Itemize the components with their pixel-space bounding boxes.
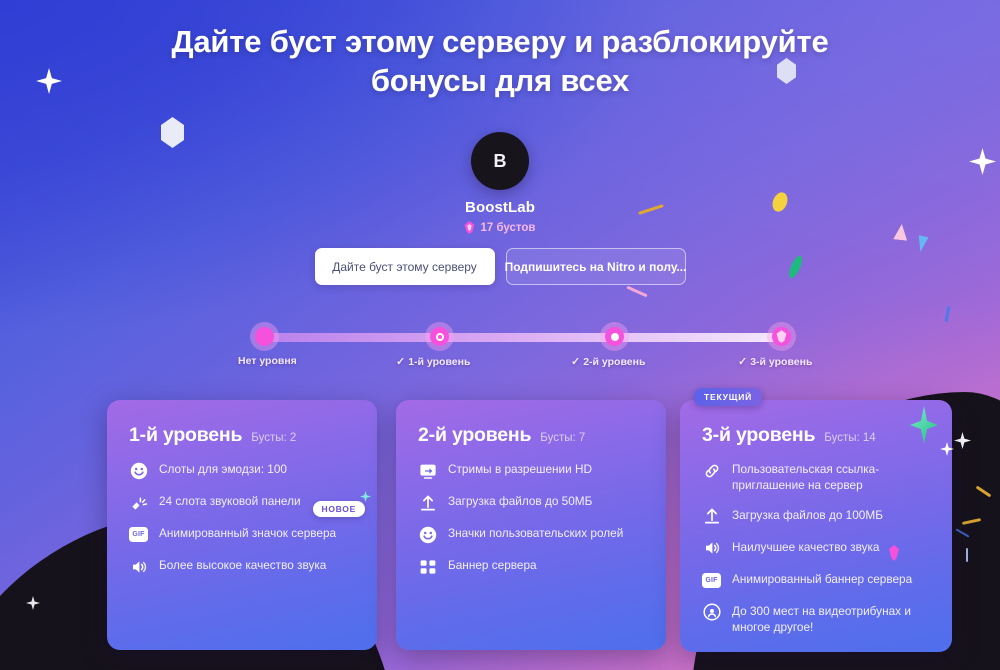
progress-node-label-0: Нет уровня bbox=[238, 355, 297, 367]
upload-icon bbox=[418, 493, 437, 512]
perk-item: GIF Анимированный баннер сервера bbox=[702, 571, 932, 590]
avatar-letter: B bbox=[493, 150, 507, 171]
progress-node-text: 3-й уровень bbox=[750, 355, 813, 368]
progress-node-text: Нет уровня bbox=[238, 355, 297, 367]
sparkle-star-icon bbox=[360, 491, 371, 502]
confetti-streak bbox=[966, 548, 968, 562]
nitro-subscribe-button[interactable]: Подпишитесь на Nitro и полу... bbox=[505, 248, 686, 285]
link-icon bbox=[702, 461, 721, 480]
ring-icon bbox=[435, 332, 444, 341]
perk-item: Слоты для эмодзи: 100 bbox=[129, 461, 357, 480]
perk-cards: 1-й уровень Бусты: 2 Слоты для эмодзи: 1… bbox=[0, 388, 1000, 660]
card-title: 3-й уровень bbox=[702, 424, 816, 446]
perk-item: GIF Анимированный значок сервера bbox=[129, 525, 357, 544]
perk-text: Баннер сервера bbox=[448, 558, 537, 572]
card-header: 2-й уровень Бусты: 7 bbox=[418, 424, 646, 447]
perk-item: Значки пользовательских ролей bbox=[418, 525, 646, 544]
card-boosts-label: Бусты: 14 bbox=[824, 432, 876, 444]
speaker-icon bbox=[129, 557, 148, 576]
perk-text: Загрузка файлов до 100МБ bbox=[732, 507, 883, 522]
card-header: 1-й уровень Бусты: 2 bbox=[129, 424, 357, 447]
progress-track bbox=[264, 333, 781, 342]
page-title: Дайте буст этому серверу и разблокируйте… bbox=[171, 24, 829, 99]
progress-node-core bbox=[605, 327, 624, 346]
speaker-icon bbox=[702, 539, 721, 558]
progress-node-1[interactable] bbox=[425, 322, 454, 351]
progress-node-label-1: ✓ 1-й уровень bbox=[396, 355, 471, 369]
card-header: 3-й уровень Бусты: 14 bbox=[702, 424, 932, 447]
perk-card-level-2[interactable]: 2-й уровень Бусты: 7 Стримы в разрешении… bbox=[396, 400, 666, 650]
perk-item: Наилучшее качество звука bbox=[702, 539, 932, 561]
perk-item: Более высокое качество звука bbox=[129, 557, 357, 576]
progress-node-text: 2-й уровень bbox=[583, 355, 646, 368]
progress-node-core bbox=[772, 327, 791, 346]
gif-icon: GIF bbox=[129, 525, 148, 544]
perk-text: Слоты для эмодзи: 100 bbox=[159, 462, 287, 476]
perk-text: До 300 мест на видеотрибунах и многое др… bbox=[732, 603, 911, 634]
perk-card-level-3[interactable]: ТЕКУЩИЙ 3-й уровень Бусты: 14 Пользовате… bbox=[680, 388, 954, 652]
screenshare-icon bbox=[418, 461, 437, 480]
progress-node-3[interactable] bbox=[767, 322, 796, 351]
banner-grid-icon bbox=[418, 557, 437, 576]
action-buttons: Дайте буст этому серверу Подпишитесь на … bbox=[0, 248, 1000, 285]
perk-text: Более высокое качество звука bbox=[159, 558, 327, 572]
dot-icon bbox=[610, 332, 619, 341]
perk-text: Наилучшее качество звука bbox=[732, 539, 880, 554]
perk-text: Значки пользовательских ролей bbox=[448, 526, 624, 540]
perk-text: Стримы в разрешении HD bbox=[448, 462, 593, 476]
stage-icon bbox=[702, 603, 721, 622]
card-boosts-label: Бусты: 7 bbox=[540, 432, 586, 444]
soundboard-icon bbox=[129, 493, 148, 512]
perk-text: 24 слота звуковой панели bbox=[159, 494, 301, 508]
perk-text: Загрузка файлов до 50МБ bbox=[448, 494, 593, 508]
progress-node-core bbox=[430, 327, 449, 346]
perk-item: Загрузка файлов до 50МБ bbox=[418, 493, 646, 512]
boost-progress-bar: Нет уровня ✓ 1-й уровень ✓ 2-й уровень ✓… bbox=[238, 322, 812, 374]
perk-item: Стримы в разрешении HD bbox=[418, 461, 646, 480]
server-name: BoostLab bbox=[465, 199, 535, 216]
boost-gem-icon bbox=[465, 221, 475, 234]
gif-badge: GIF bbox=[129, 527, 148, 542]
card-boosts-label: Бусты: 2 bbox=[251, 432, 297, 444]
hexagon-decoration-icon bbox=[777, 58, 796, 84]
avatar[interactable]: B bbox=[471, 132, 529, 190]
check-icon: ✓ bbox=[396, 356, 406, 368]
progress-node-label-3: ✓ 3-й уровень bbox=[738, 355, 813, 369]
new-badge: НОВОЕ bbox=[312, 501, 365, 517]
gif-icon: GIF bbox=[702, 571, 721, 590]
progress-node-0[interactable] bbox=[250, 322, 279, 351]
current-level-badge: ТЕКУЩИЙ bbox=[694, 388, 763, 406]
card-title: 1-й уровень bbox=[129, 424, 243, 446]
perk-item: Загрузка файлов до 100МБ bbox=[702, 507, 932, 526]
card-title: 2-й уровень bbox=[418, 424, 532, 446]
server-summary: B BoostLab 17 бустов bbox=[0, 132, 1000, 234]
perk-item: Баннер сервера bbox=[418, 557, 646, 576]
progress-node-label-2: ✓ 2-й уровень bbox=[571, 355, 646, 369]
smiley-icon bbox=[129, 461, 148, 480]
perk-text: Анимированный баннер сервера bbox=[732, 571, 913, 586]
upload-icon bbox=[702, 507, 721, 526]
gif-badge: GIF bbox=[702, 572, 721, 588]
progress-node-text: 1-й уровень bbox=[408, 355, 471, 368]
perk-card-level-1[interactable]: 1-й уровень Бусты: 2 Слоты для эмодзи: 1… bbox=[107, 400, 377, 650]
hexagon-decoration-icon bbox=[161, 117, 184, 148]
perk-item: До 300 мест на видеотрибунах и многое др… bbox=[702, 603, 932, 636]
boost-gem-icon bbox=[776, 330, 787, 343]
boost-server-button[interactable]: Дайте буст этому серверу bbox=[314, 248, 495, 285]
check-icon: ✓ bbox=[571, 356, 581, 368]
perk-text: Пользовательская ссылка-приглашение на с… bbox=[732, 462, 880, 493]
confetti-gem bbox=[889, 544, 899, 561]
sparkle-star-icon bbox=[940, 442, 954, 456]
smiley-icon bbox=[418, 525, 437, 544]
boost-count: 17 бустов bbox=[464, 221, 536, 234]
check-icon: ✓ bbox=[738, 356, 748, 368]
progress-node-core bbox=[255, 327, 274, 346]
progress-node-2[interactable] bbox=[600, 322, 629, 351]
perk-item: 24 слота звуковой панели НОВОЕ bbox=[129, 491, 371, 517]
boost-count-label: 17 бустов bbox=[480, 221, 536, 234]
perk-text: Анимированный значок сервера bbox=[159, 526, 337, 540]
perk-item: Пользовательская ссылка-приглашение на с… bbox=[702, 461, 932, 494]
